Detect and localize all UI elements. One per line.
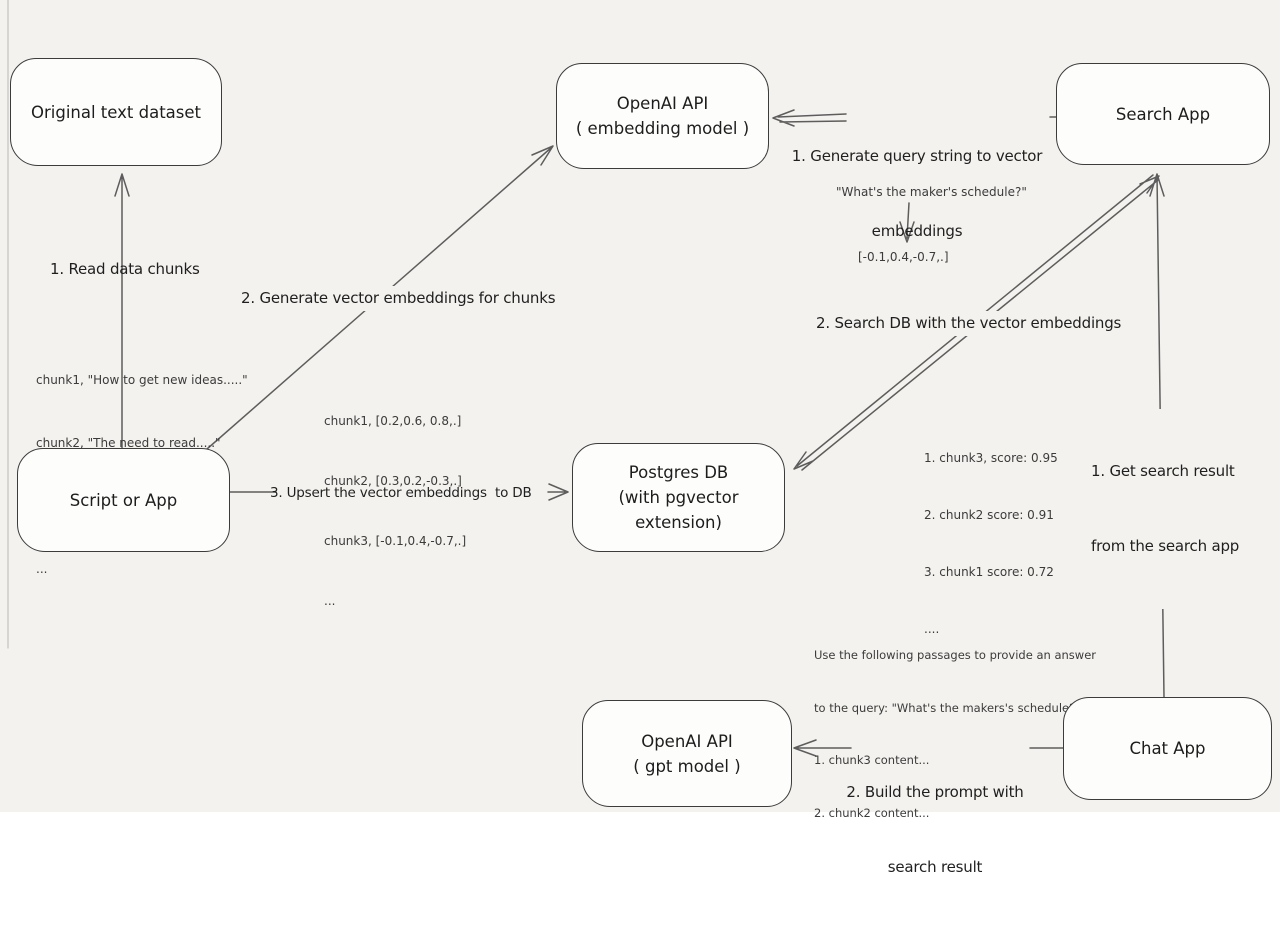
annotation-line: chunk1, "How to get new ideas....." bbox=[36, 373, 248, 387]
edge-label-generate-embeddings: 2. Generate vector embeddings for chunks bbox=[238, 286, 559, 311]
annotation-line: 2. chunk2 content... bbox=[814, 805, 930, 820]
node-openai-api-embedding: OpenAI API ( embedding model ) bbox=[556, 63, 769, 169]
edge-label-search-db: 2. Search DB with the vector embeddings bbox=[813, 311, 1125, 336]
annotation-line: to the query: "What's the makers's sched… bbox=[814, 700, 1081, 715]
edge-label-build-prompt: 2. Build the prompt with search result bbox=[845, 730, 1025, 930]
node-label: OpenAI API bbox=[641, 731, 733, 751]
edge-label-line: embeddings bbox=[871, 222, 963, 240]
edge-label-line: 2. Build the prompt with bbox=[846, 783, 1024, 801]
node-label: Search App bbox=[1115, 104, 1211, 124]
node-label: Postgres DB bbox=[628, 463, 729, 482]
node-search-app: Search App bbox=[1056, 63, 1270, 165]
node-postgres-db: Postgres DB (with pgvector extension) bbox=[572, 443, 785, 552]
edge-label-generate-query-string: 1. Generate query string to vector embed… bbox=[786, 94, 1048, 294]
node-script-or-app: Script or App bbox=[17, 448, 230, 552]
annotation-line: Use the following passages to provide an… bbox=[814, 648, 1096, 662]
diagram-canvas: Original text dataset OpenAI API ( embed… bbox=[0, 0, 1280, 876]
annotation-line: ... bbox=[36, 562, 48, 576]
annotation-vector-list: chunk1, [0.2,0.6, 0.8,.] chunk2, [0.3,0.… bbox=[324, 371, 466, 651]
node-label: Chat App bbox=[1129, 739, 1206, 758]
node-sublabel: (with pgvector extension) bbox=[618, 488, 739, 532]
annotation-line: 2. chunk2 score: 0.91 bbox=[924, 508, 1054, 522]
annotation-line: ... bbox=[324, 594, 336, 608]
node-label: OpenAI API bbox=[616, 94, 709, 113]
edge-label-line: search result bbox=[887, 858, 983, 876]
annotation-line: 1. chunk3, score: 0.95 bbox=[924, 451, 1058, 465]
edge-label-line: from the search app bbox=[1091, 537, 1240, 555]
edge-label-upsert-to-db: 3. Upsert the vector embeddings to DB bbox=[270, 485, 532, 501]
edge-label-read-data-chunks: 1. Read data chunks bbox=[50, 260, 200, 278]
annotation-line: chunk3, [-0.1,0.4,-0.7,.] bbox=[324, 534, 467, 548]
edge-label-line: 1. Get search result bbox=[1091, 462, 1235, 480]
edge-label-line: 1. Generate query string to vector bbox=[791, 147, 1043, 165]
node-label: Script or App bbox=[69, 490, 178, 510]
edge-label-get-search-result: 1. Get search result from the search app bbox=[1088, 409, 1243, 609]
node-chat-app: Chat App bbox=[1063, 697, 1272, 800]
node-original-text-dataset: Original text dataset bbox=[10, 58, 222, 166]
node-sublabel: ( embedding model ) bbox=[575, 119, 750, 138]
annotation-line: 3. chunk1 score: 0.72 bbox=[924, 565, 1054, 579]
annotation-line: .... bbox=[924, 622, 940, 636]
annotation-line: chunk1, [0.2,0.6, 0.8,.] bbox=[324, 414, 462, 428]
bottom-margin bbox=[0, 812, 1280, 832]
node-label: Original text dataset bbox=[30, 102, 201, 122]
node-sublabel: ( gpt model ) bbox=[633, 756, 741, 776]
node-openai-api-gpt: OpenAI API ( gpt model ) bbox=[582, 700, 792, 807]
